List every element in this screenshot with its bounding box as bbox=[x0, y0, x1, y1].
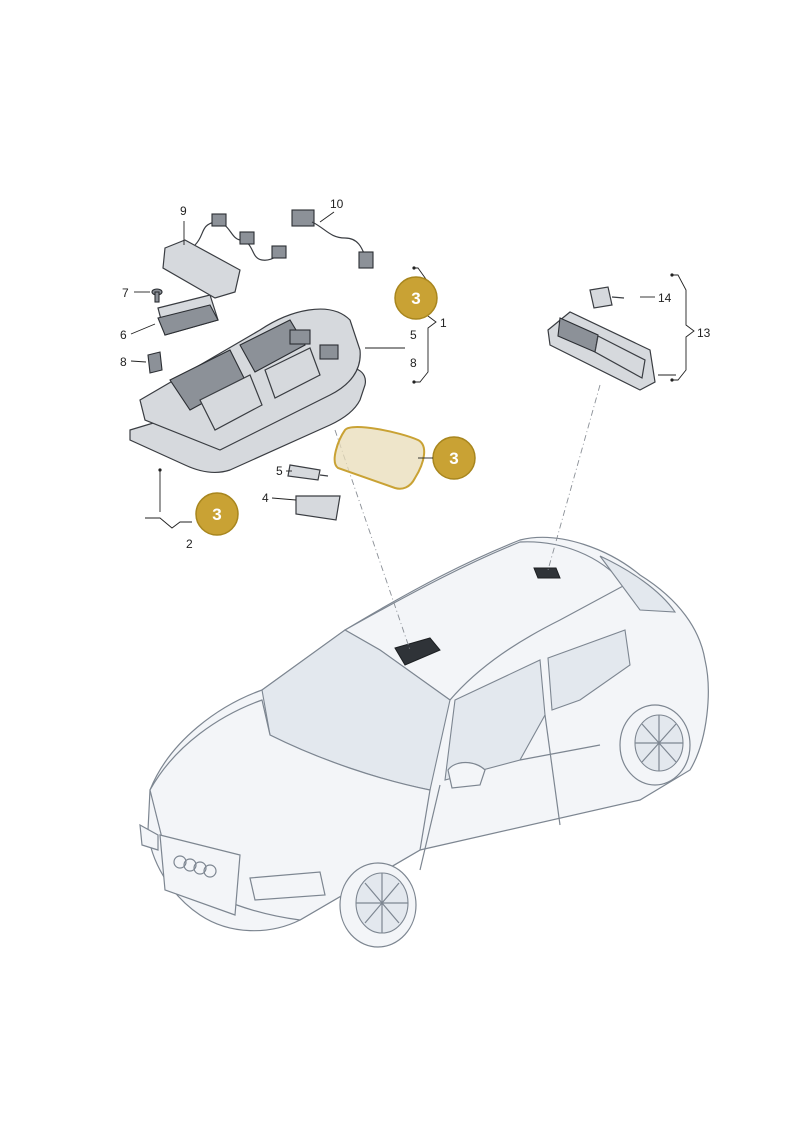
part-8-clip-icon bbox=[147, 351, 163, 374]
callout-2: 2 bbox=[186, 537, 193, 551]
part-7-screw-icon bbox=[151, 288, 163, 303]
front-interior-light-assembly bbox=[129, 308, 366, 474]
badge-3-middle: 3 bbox=[432, 436, 476, 480]
front-roof-light-location bbox=[394, 637, 441, 666]
callout-14: 14 bbox=[658, 291, 672, 305]
part-14-bulb-icon bbox=[589, 286, 625, 309]
leader-lines bbox=[130, 211, 695, 529]
highlighted-lens-part-3 bbox=[333, 426, 426, 490]
svg-text:3: 3 bbox=[212, 505, 221, 524]
callout-8-right: 8 bbox=[410, 356, 417, 370]
callout-4: 4 bbox=[262, 491, 269, 505]
projection-line-rear bbox=[547, 384, 601, 571]
rear-light-assembly bbox=[547, 311, 656, 391]
callout-9: 9 bbox=[180, 204, 187, 218]
badge-3-left: 3 bbox=[195, 492, 239, 536]
callout-5-left: 5 bbox=[276, 464, 283, 478]
part-6-switch-module bbox=[157, 294, 219, 336]
callout-6: 6 bbox=[120, 328, 127, 342]
callout-10: 10 bbox=[330, 197, 344, 211]
leader-dots bbox=[158, 266, 674, 472]
callout-13: 13 bbox=[697, 326, 711, 340]
audi-rings-icon bbox=[173, 855, 217, 878]
car-illustration bbox=[139, 536, 709, 948]
front-wheel bbox=[339, 862, 417, 948]
callout-labels: 9 10 7 6 8 5 8 1 5 4 2 14 13 bbox=[120, 197, 711, 551]
callout-7: 7 bbox=[122, 286, 129, 300]
part-9-control-unit bbox=[162, 213, 287, 299]
callout-1: 1 bbox=[440, 316, 447, 330]
callout-8-left: 8 bbox=[120, 355, 127, 369]
part-10-wiring-connector bbox=[291, 209, 374, 269]
badge-3-top: 3 bbox=[394, 276, 438, 320]
part-5-bulb-icon bbox=[287, 464, 329, 481]
callout-5-right: 5 bbox=[410, 328, 417, 342]
rear-roof-light-location bbox=[533, 567, 561, 579]
rear-wheel bbox=[619, 704, 691, 786]
svg-text:3: 3 bbox=[449, 449, 458, 468]
svg-text:3: 3 bbox=[411, 289, 420, 308]
part-4-lens-cover bbox=[295, 495, 341, 521]
